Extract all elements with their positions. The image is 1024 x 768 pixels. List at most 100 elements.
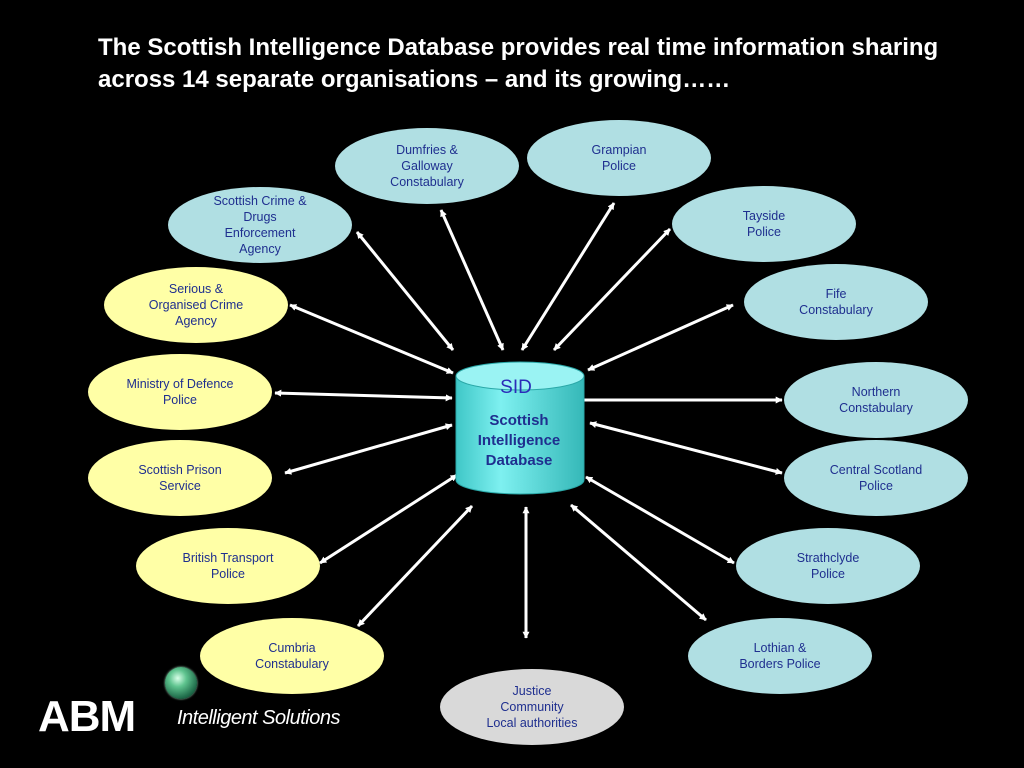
globe-icon (165, 667, 197, 699)
node-label-line: Agency (239, 242, 281, 256)
node-ellipse (104, 267, 288, 343)
node-ellipse (784, 362, 968, 438)
arrow-fife (587, 303, 734, 372)
hub-acronym: SID (500, 377, 532, 398)
arrow-central-scotland (589, 421, 783, 475)
node-label-line: Northern (852, 385, 901, 399)
node-label-line: Cumbria (268, 641, 315, 655)
node-label-line: Enforcement (225, 226, 296, 240)
node-label-line: Constabulary (799, 303, 873, 317)
node-label-line: Police (602, 159, 636, 173)
node-ellipse (527, 120, 711, 196)
tagline: Intelligent Solutions (177, 707, 340, 729)
hub-name-line: Intelligence (478, 432, 561, 449)
node-ellipse (88, 354, 272, 430)
node-ellipse (784, 440, 968, 516)
node-label-line: Local authorities (486, 716, 577, 730)
arrow-scottish-prison (284, 423, 453, 475)
node-label-line: Dumfries & (396, 143, 458, 157)
arrow-tayside (552, 227, 672, 352)
node-label-line: Lothian & (754, 641, 807, 655)
node-lothian-borders: Lothian & Borders Police (688, 618, 872, 694)
abm-logo: ABM (38, 692, 136, 741)
node-label-line: Drugs (243, 210, 276, 224)
node-label-line: Grampian (592, 143, 647, 157)
node-ellipse (736, 528, 920, 604)
node-ellipse (688, 618, 872, 694)
node-label-line: British Transport (182, 551, 274, 565)
node-label-line: Strathclyde (797, 551, 860, 565)
arrow-cumbria (356, 504, 474, 628)
node-label-line: Galloway (401, 159, 453, 173)
node-ellipse (168, 187, 352, 263)
node-label-line: Borders Police (739, 657, 820, 671)
node-label-line: Central Scotland (830, 463, 922, 477)
node-label-line: Tayside (743, 209, 785, 223)
node-label-line: Constabulary (255, 657, 329, 671)
arrow-dumfries-galloway (439, 209, 505, 351)
node-ellipse (744, 264, 928, 340)
node-ellipse (136, 528, 320, 604)
hub-name-line: Database (486, 452, 553, 469)
node-ellipse (672, 186, 856, 262)
node-label-line: Police (811, 567, 845, 581)
node-ellipse (440, 669, 624, 745)
node-label-line: Service (159, 479, 201, 493)
slide-title: The Scottish Intelligence Database provi… (98, 34, 939, 93)
arrow-lothian-borders (570, 503, 707, 622)
node-label-line: Serious & (169, 282, 224, 296)
node-label-line: Organised Crime (149, 298, 244, 312)
node-label-line: Constabulary (390, 175, 464, 189)
node-label-line: Scottish Prison (138, 463, 221, 477)
node-label-line: Police (211, 567, 245, 581)
node-label-line: Police (163, 393, 197, 407)
node-label: Lothian & Borders Police (739, 641, 820, 671)
node-label-line: Justice (513, 684, 552, 698)
hub-name-line: Scottish (489, 412, 548, 429)
node-label-line: Constabulary (839, 401, 913, 415)
arrow-scdea (355, 231, 455, 351)
node-label-line: Community (500, 700, 564, 714)
node-label-line: Fife (826, 287, 847, 301)
node-ellipse (335, 128, 519, 204)
connection-arrows (274, 202, 783, 639)
arrow-ministry-of-defence (274, 389, 453, 402)
node-label-line: Police (747, 225, 781, 239)
node-ellipse (88, 440, 272, 516)
arrow-serious-organised-crime (289, 303, 454, 375)
arrow-british-transport (319, 473, 458, 565)
arrow-grampian (520, 202, 616, 351)
node-label-line: Scottish Crime & (213, 194, 307, 208)
